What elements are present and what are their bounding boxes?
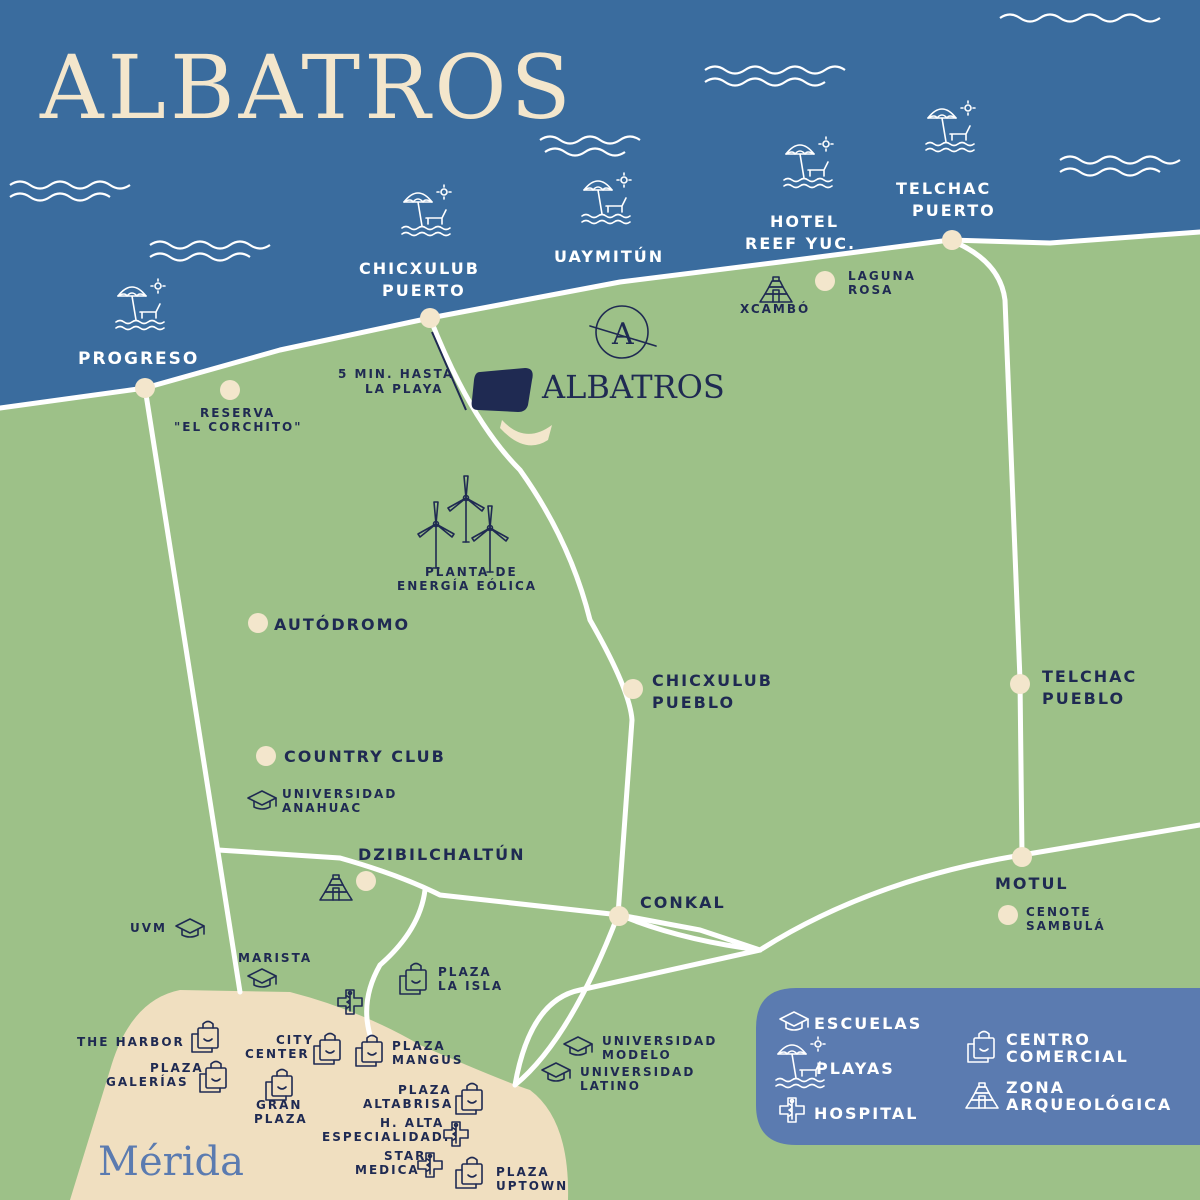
- sea-waves: [9, 13, 1181, 262]
- plaza-la-isla-label-1: PLAZA: [438, 965, 492, 979]
- merida-area: [70, 990, 569, 1200]
- h-alta-label-1: H. ALTA: [380, 1116, 444, 1130]
- beach-hotel-reef: HOTEL REEF YUC.: [745, 136, 856, 253]
- anahuac-label-2: ANAHUAC: [282, 801, 362, 815]
- anahuac-label-1: UNIVERSIDAD: [282, 787, 397, 801]
- galerias-label-2: GALERÍAS: [106, 1074, 189, 1089]
- reserva-label-1: RESERVA: [200, 406, 275, 420]
- telchac-puerto-label-2: PUERTO: [912, 201, 996, 220]
- legend-escuelas: ESCUELAS: [814, 1014, 922, 1033]
- conkal-marker: [609, 906, 629, 926]
- albatros-logo-stroke: [589, 325, 657, 347]
- chicxulub-pueblo-label-1: CHICXULUB: [652, 671, 773, 690]
- albatros-logo-letter: A: [611, 317, 634, 352]
- coastal-road: [0, 229, 1200, 411]
- beach-telchac-puerto: TELCHAC PUERTO: [896, 100, 996, 220]
- chicxulub-pueblo-label-2: PUEBLO: [652, 693, 735, 712]
- altabrisa-label-1: PLAZA: [398, 1083, 452, 1097]
- planta-label-1: PLANTA DE: [425, 565, 518, 579]
- city-center-label-2: CENTER: [245, 1047, 310, 1061]
- chicxulub-pueblo-marker: [623, 679, 643, 699]
- distance-line: [431, 331, 467, 411]
- uptown-label-1: PLAZA: [496, 1165, 550, 1179]
- dzibilchaltun-marker: [356, 871, 376, 891]
- laguna-rosa-label-2: ROSA: [848, 283, 893, 297]
- star-medica-label-1: STAR: [384, 1149, 426, 1163]
- albatros-arrow: [500, 420, 552, 446]
- uptown-label-2: UPTOWN: [496, 1179, 568, 1193]
- beach-chicxulub-puerto: CHICXULUB PUERTO: [359, 184, 480, 300]
- map-title: ALBATROS: [39, 36, 575, 139]
- telchac-pueblo-marker: [1010, 674, 1030, 694]
- planta-label-2: ENERGÍA EÓLICA: [397, 578, 537, 593]
- legend-zona-1: ZONA: [1006, 1078, 1065, 1097]
- mangus-label-1: PLAZA: [392, 1039, 446, 1053]
- laguna-rosa-marker: [815, 271, 835, 291]
- latino-label-1: UNIVERSIDAD: [580, 1065, 695, 1079]
- telchac-pueblo-label-2: PUEBLO: [1042, 689, 1125, 708]
- star-medica-label-2: MEDICA: [355, 1163, 420, 1177]
- progreso-label: PROGRESO: [78, 349, 199, 369]
- marista-label: MARISTA: [238, 951, 312, 965]
- legend-centro-1: CENTRO: [1006, 1030, 1091, 1049]
- legend-panel: [756, 988, 1200, 1145]
- uaymitun-label: UAYMITÚN: [554, 247, 664, 266]
- gran-plaza-label-1: GRAN: [256, 1098, 302, 1112]
- city-label: Mérida: [98, 1139, 244, 1185]
- modelo-label-1: UNIVERSIDAD: [602, 1034, 717, 1048]
- reserva-marker: [220, 380, 240, 400]
- laguna-rosa-label-1: LAGUNA: [848, 269, 916, 283]
- progreso-marker: [135, 378, 155, 398]
- galerias-label-1: PLAZA: [150, 1061, 204, 1075]
- cenote-label-2: SAMBULÁ: [1026, 918, 1106, 933]
- wind-farm: PLANTA DE ENERGÍA EÓLICA: [397, 475, 537, 593]
- distance-label-2: LA PLAYA: [365, 382, 444, 396]
- beach-progreso: PROGRESO: [78, 278, 199, 369]
- distance-label-1: 5 MIN. HASTA: [338, 367, 454, 381]
- telchac-puerto-marker: [942, 230, 962, 250]
- plaza-la-isla-label-2: LA ISLA: [438, 979, 503, 993]
- legend-zona-2: ARQUEOLÓGICA: [1006, 1095, 1172, 1114]
- legend: ESCUELAS PLAYAS HOSPITAL CENTRO COMERCIA…: [756, 988, 1200, 1145]
- albatros-logo-ring: [595, 305, 649, 359]
- latino-label-2: LATINO: [580, 1079, 641, 1093]
- country-club-label: COUNTRY CLUB: [284, 747, 446, 766]
- road-network: [142, 237, 1200, 1088]
- hotel-reef-label-2: REEF YUC.: [745, 234, 856, 253]
- autodromo-marker: [248, 613, 268, 633]
- motul-label: MOTUL: [995, 874, 1069, 893]
- telchac-puerto-label-1: TELCHAC: [896, 179, 991, 198]
- motul-marker: [1012, 847, 1032, 867]
- modelo-label-2: MODELO: [602, 1048, 672, 1062]
- altabrisa-label-2: ALTABRISA: [363, 1097, 453, 1111]
- xcambo-label: XCAMBÓ: [740, 301, 810, 316]
- dzibilchaltun-label: DZIBILCHALTÚN: [358, 845, 526, 864]
- telchac-pueblo-label-1: TELCHAC: [1042, 667, 1137, 686]
- legend-centro-2: COMERCIAL: [1006, 1047, 1129, 1066]
- albatros-lot: [471, 368, 533, 412]
- cenote-marker: [998, 905, 1018, 925]
- legend-playas: PLAYAS: [816, 1059, 895, 1078]
- mangus-label-2: MANGUS: [392, 1053, 464, 1067]
- albatros-project: A ALBATROS 5 MIN. HASTA LA PLAYA: [338, 305, 725, 446]
- legend-hospital: HOSPITAL: [814, 1104, 918, 1123]
- cenote-label-1: CENOTE: [1026, 905, 1092, 919]
- country-club-marker: [256, 746, 276, 766]
- city-center-label-1: CITY: [276, 1033, 314, 1047]
- albatros-name: ALBATROS: [541, 368, 725, 406]
- chicxulub-puerto-marker: [420, 308, 440, 328]
- beach-uaymitun: UAYMITÚN: [554, 172, 664, 266]
- autodromo-label: AUTÓDROMO: [274, 615, 410, 634]
- gran-plaza-label-2: PLAZA: [254, 1112, 308, 1126]
- reserva-label-2: "EL CORCHITO": [174, 420, 302, 434]
- uvm-label: UVM: [130, 921, 167, 935]
- chicxulub-puerto-label-1: CHICXULUB: [359, 259, 480, 278]
- hotel-reef-label-1: HOTEL: [770, 212, 839, 231]
- h-alta-label-2: ESPECIALIDAD.: [322, 1130, 450, 1144]
- the-harbor-label: THE HARBOR: [77, 1035, 185, 1049]
- conkal-label: CONKAL: [640, 893, 726, 912]
- chicxulub-puerto-label-2: PUERTO: [382, 281, 466, 300]
